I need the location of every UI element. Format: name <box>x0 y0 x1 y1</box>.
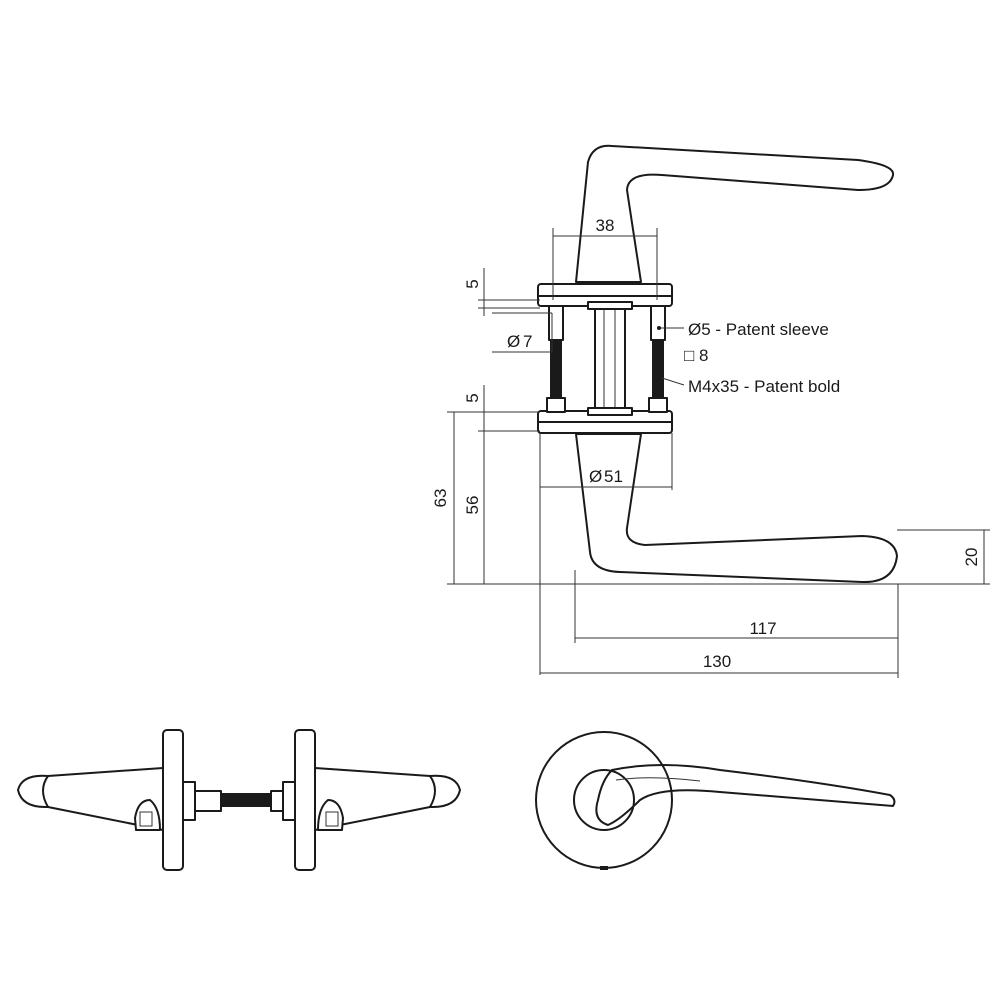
dim-51-diameter-symbol: Ø <box>589 467 602 486</box>
left-grub-screw <box>134 799 161 831</box>
dim-56-label: 56 <box>463 496 482 515</box>
right-patent-sleeve <box>650 305 666 341</box>
left-sleeve-side <box>182 781 196 821</box>
dim-5-top-label: 5 <box>463 279 482 288</box>
upper-lever-handle <box>575 144 895 283</box>
square-symbol: □ <box>684 346 694 365</box>
dimension-63: 63 <box>431 411 898 585</box>
left-handle-side <box>17 767 164 831</box>
left-patent-bolt <box>550 340 562 398</box>
dimension-38: 38 <box>552 216 658 300</box>
dimension-56: 56 <box>463 431 485 584</box>
right-rose-side <box>294 729 316 871</box>
callout-square: □ 8 <box>684 346 708 365</box>
left-bolt-head <box>546 397 566 413</box>
dimension-20: 20 <box>897 529 990 585</box>
dim-63-label: 63 <box>431 489 450 508</box>
lever-front <box>595 764 896 826</box>
callout-sleeve-label: Ø5 - Patent sleeve <box>688 320 829 339</box>
dim-38-label: 38 <box>596 216 615 235</box>
dimension-5-top: 5 <box>463 268 540 316</box>
right-grub-screw <box>317 799 344 831</box>
callout-sleeve: Ø5 - Patent sleeve <box>657 320 829 339</box>
dim-117-label: 117 <box>749 619 776 638</box>
front-view <box>535 731 896 870</box>
right-sleeve-side <box>282 781 296 821</box>
side-view <box>17 729 461 871</box>
spindle-collar-bottom <box>587 407 633 416</box>
rose-inner-circle <box>573 769 635 831</box>
dimension-7: Ø 7 <box>492 312 553 353</box>
right-patent-bolt <box>652 340 664 398</box>
left-patent-sleeve <box>548 305 564 341</box>
grub-screw-front <box>600 866 608 870</box>
lower-lever-handle <box>575 433 898 584</box>
callout-bolt-label: M4x35 - Patent bold <box>688 377 840 396</box>
dimension-130: 130 <box>540 643 899 678</box>
right-bolt-head <box>648 397 668 413</box>
spindle-collar-top <box>587 301 633 310</box>
dim-130-label: 130 <box>703 652 731 671</box>
callout-square-label: 8 <box>699 346 708 365</box>
spindle-side <box>194 790 222 812</box>
dim-7-diameter-symbol: Ø <box>507 332 520 351</box>
dim-20-label: 20 <box>962 548 981 567</box>
dim-51-label: 51 <box>604 467 623 486</box>
spindle <box>594 305 626 412</box>
dimension-51: Ø 51 <box>539 433 673 675</box>
bolt-side <box>221 793 271 807</box>
right-handle-side <box>314 767 461 831</box>
rose-assembly <box>537 283 673 434</box>
dim-5-bottom-label: 5 <box>463 393 482 402</box>
rose-outer-circle <box>535 731 673 869</box>
left-rose-side <box>162 729 184 871</box>
dimension-117: 117 <box>574 570 899 643</box>
callout-bolt: M4x35 - Patent bold <box>661 377 840 396</box>
dim-7-label: 7 <box>523 332 532 351</box>
